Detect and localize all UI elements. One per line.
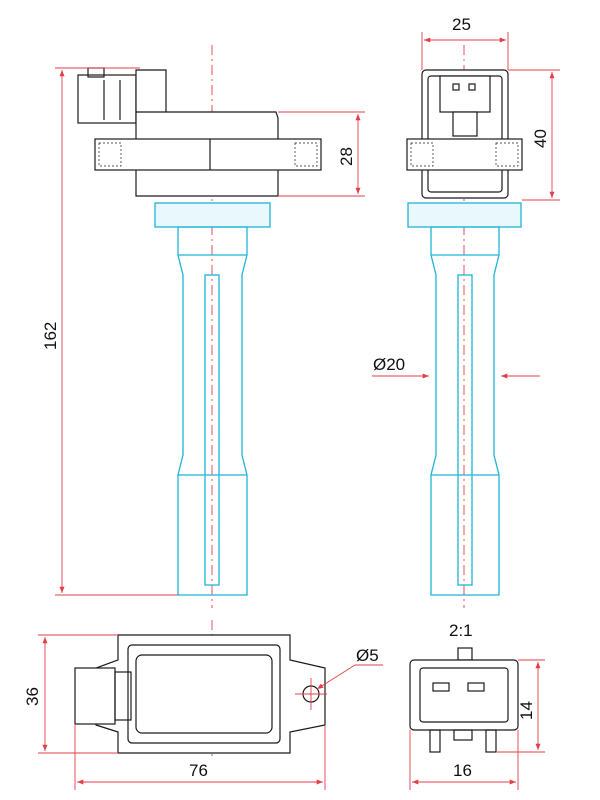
- dim-height-connector: 40: [531, 129, 550, 148]
- side-view: [77, 45, 322, 608]
- scale-label: 2:1: [449, 621, 473, 640]
- dim-base-height: 36: [23, 687, 42, 706]
- side-boot-collar: [154, 202, 271, 228]
- side-boot-tube: [177, 226, 248, 596]
- top-connector: [74, 667, 116, 725]
- front-connector: [439, 75, 491, 113]
- top-base-outline: [95, 634, 326, 754]
- side-flange: [94, 138, 322, 171]
- front-boot-collar: [407, 202, 522, 228]
- dim-total-length: 162: [41, 322, 60, 350]
- side-coil-head: [135, 69, 279, 197]
- dimension-lines: [38, 32, 560, 790]
- dim-base-width: 76: [189, 761, 208, 780]
- connector-detail: [409, 647, 519, 753]
- front-view: [406, 45, 523, 608]
- side-connector: [77, 74, 137, 124]
- dim-width-top: 25: [452, 15, 471, 34]
- dim-flange-height: 28: [337, 147, 356, 166]
- front-boot-tube: [430, 226, 500, 596]
- dim-hole-diameter: Ø5: [356, 646, 379, 665]
- top-view: [74, 620, 327, 758]
- dim-diameter: Ø20: [373, 355, 405, 374]
- dim-connector-height: 14: [517, 701, 536, 720]
- dim-connector-width: 16: [453, 761, 472, 780]
- detail-connector-body: [409, 659, 519, 731]
- front-flange: [406, 138, 523, 171]
